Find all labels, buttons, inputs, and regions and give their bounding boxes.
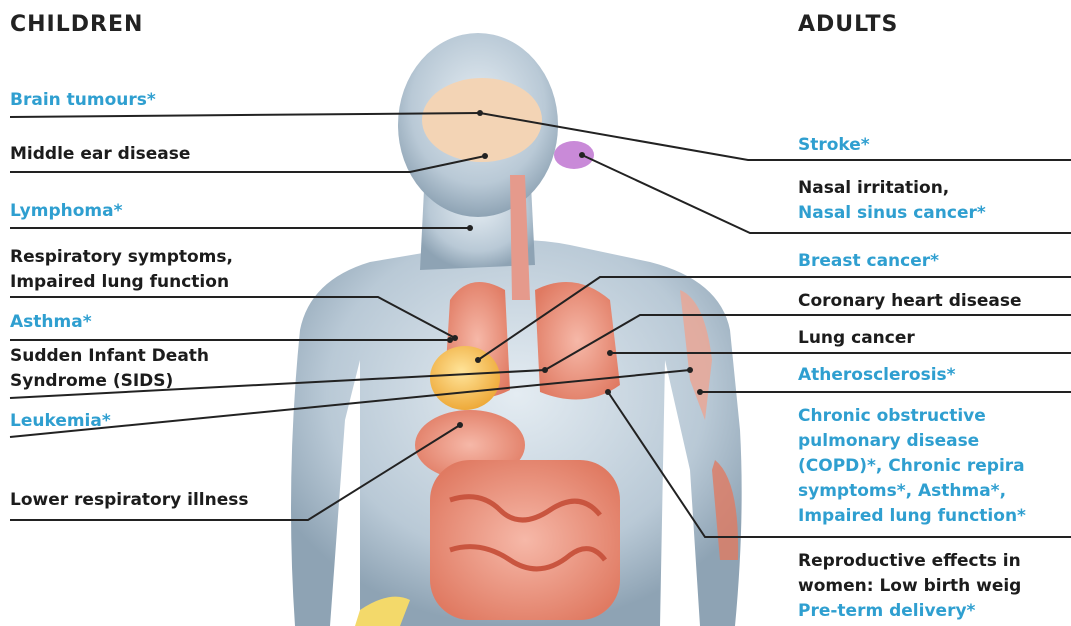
label-middle-ear-disease: Middle ear disease <box>10 142 190 167</box>
dot-sids <box>542 367 548 373</box>
label-line: symptoms*, Asthma*, <box>798 479 1026 504</box>
label-line: Nasal sinus cancer* <box>798 201 986 226</box>
label-line: Lymphoma* <box>10 199 123 224</box>
children-heading: CHILDREN <box>10 12 143 37</box>
label-nasal: Nasal irritation, Nasal sinus cancer* <box>798 176 986 226</box>
label-line: Leukemia* <box>10 409 111 434</box>
label-line: Pre-term delivery* <box>798 599 1021 624</box>
dot-asthma <box>447 337 453 343</box>
label-line: (COPD)*, Chronic repira <box>798 454 1026 479</box>
label-brain-tumours: Brain tumours* <box>10 88 156 113</box>
label-lower-respiratory-illness: Lower respiratory illness <box>10 488 248 513</box>
heart-illustration <box>430 346 500 410</box>
label-line: Syndrome (SIDS) <box>10 369 209 394</box>
label-line: Breast cancer* <box>798 249 939 274</box>
label-copd: Chronic obstructive pulmonary disease (C… <box>798 404 1026 529</box>
nasal-cavity-illustration <box>554 141 594 169</box>
dot-lower-resp <box>457 422 463 428</box>
label-line: Chronic obstructive <box>798 404 1026 429</box>
label-line: Impaired lung function <box>10 270 233 295</box>
label-line: Respiratory symptoms, <box>10 245 233 270</box>
label-line: Stroke* <box>798 133 870 158</box>
label-leukemia: Leukemia* <box>10 409 111 434</box>
adults-heading: ADULTS <box>798 12 898 37</box>
dot-athero <box>697 389 703 395</box>
label-line: Reproductive effects in <box>798 549 1021 574</box>
label-line: Atherosclerosis* <box>798 363 956 388</box>
label-line: Impaired lung function* <box>798 504 1026 529</box>
label-reproductive: Reproductive effects in women: Low birth… <box>798 549 1021 624</box>
label-lymphoma: Lymphoma* <box>10 199 123 224</box>
label-breast-cancer: Breast cancer* <box>798 249 939 274</box>
label-atherosclerosis: Atherosclerosis* <box>798 363 956 388</box>
dot-nasal <box>579 152 585 158</box>
label-sids: Sudden Infant Death Syndrome (SIDS) <box>10 344 209 394</box>
dot-leukemia <box>687 367 693 373</box>
label-line: Nasal irritation, <box>798 176 986 201</box>
label-stroke: Stroke* <box>798 133 870 158</box>
dot-copd <box>605 389 611 395</box>
label-line: Sudden Infant Death <box>10 344 209 369</box>
label-line: Lower respiratory illness <box>10 488 248 513</box>
label-respiratory-symptoms: Respiratory symptoms, Impaired lung func… <box>10 245 233 295</box>
label-lung-cancer: Lung cancer <box>798 326 915 351</box>
dot-lung <box>607 350 613 356</box>
intestines-illustration <box>430 460 620 620</box>
dot-brain <box>477 110 483 116</box>
label-line: women: Low birth weig <box>798 574 1021 599</box>
label-line: Middle ear disease <box>10 142 190 167</box>
dot-lymph <box>467 225 473 231</box>
label-coronary-heart-disease: Coronary heart disease <box>798 289 1021 314</box>
label-line: Lung cancer <box>798 326 915 351</box>
dot-ear <box>482 153 488 159</box>
label-line: pulmonary disease <box>798 429 1026 454</box>
label-line: Brain tumours* <box>10 88 156 113</box>
dot-breast <box>475 357 481 363</box>
label-line: Asthma* <box>10 310 92 335</box>
label-asthma: Asthma* <box>10 310 92 335</box>
label-line: Coronary heart disease <box>798 289 1021 314</box>
